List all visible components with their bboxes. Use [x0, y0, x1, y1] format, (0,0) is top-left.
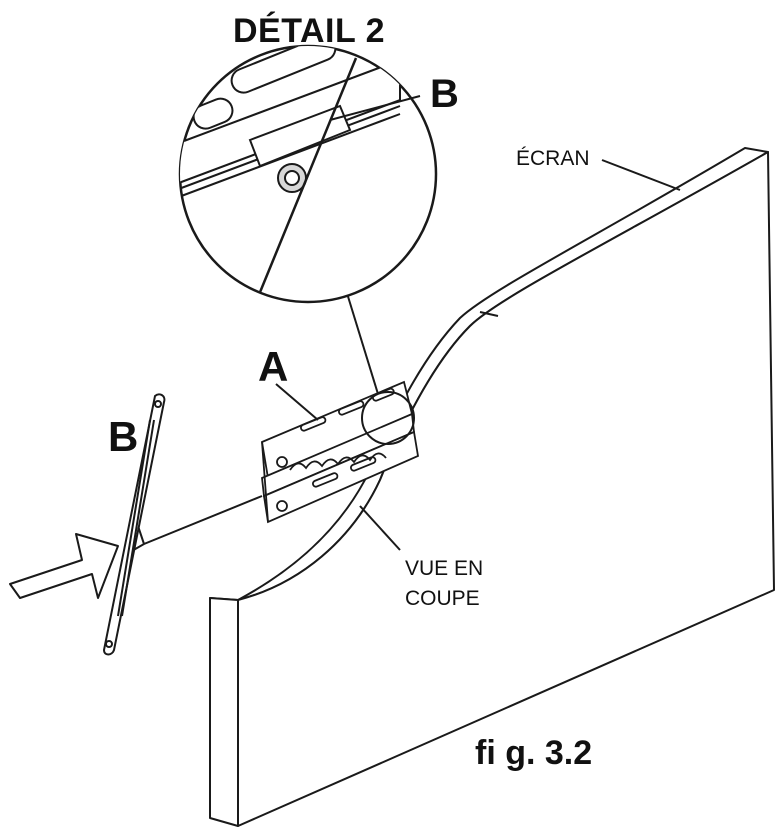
- detail-b-leader: [329, 95, 421, 121]
- push-arrow-icon: [9, 533, 119, 599]
- bracket-a: [260, 380, 420, 524]
- detail-connector-line: [345, 289, 379, 395]
- connecting-rod: [129, 495, 263, 553]
- label-section-view-line1: VUE EN: [405, 557, 484, 580]
- detail-title: DÉTAIL 2: [233, 12, 385, 50]
- panel-left-face: [209, 597, 239, 827]
- detail-marker-circle: [361, 391, 415, 445]
- ecran-leader: [601, 159, 681, 191]
- label-section-view-line2: COUPE: [405, 587, 480, 610]
- vue-leader: [359, 505, 401, 551]
- figure-caption: fi g. 3.2: [475, 734, 593, 772]
- label-b-detail: B: [430, 72, 459, 116]
- label-b-bar: B: [108, 413, 139, 460]
- panel-front-face: [237, 151, 775, 827]
- panel-seam: [479, 311, 499, 317]
- a-leader: [275, 383, 319, 421]
- bar-b: [102, 393, 166, 656]
- label-a: A: [258, 343, 289, 390]
- label-ecran: ÉCRAN: [516, 147, 590, 170]
- screen-panel: [209, 147, 775, 827]
- detail-2-circle: [178, 44, 438, 304]
